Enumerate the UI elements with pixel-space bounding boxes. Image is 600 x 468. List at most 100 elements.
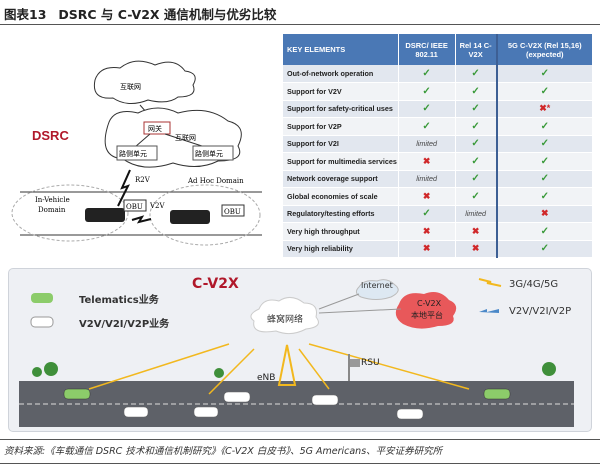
check-icon: ✓: [422, 68, 431, 79]
table-cell: limited: [398, 170, 456, 188]
v2v-label: V2V: [149, 202, 166, 210]
check-icon: ✓: [471, 85, 480, 97]
internet-cloud: [93, 60, 196, 104]
rsu-label-1: 路侧单元: [119, 149, 147, 158]
v2x-car-icon: [30, 316, 54, 328]
cross-icon: ✖: [471, 225, 480, 236]
internet-label: 互联网: [120, 82, 141, 91]
table-cell: ✖: [398, 222, 456, 241]
table-row: Very high reliability✖✖✓: [283, 240, 593, 258]
table-cell: ✓: [455, 82, 498, 101]
row-label: Very high reliability: [283, 240, 399, 258]
table-row: Support for safety-critical uses✓✓✖*: [283, 100, 593, 118]
adhoc-label: Ad Hoc Domain: [187, 177, 244, 185]
check-icon: ✓: [471, 190, 480, 202]
cv2x-label: C-V2X: [192, 276, 239, 292]
row-label: Regulatory/testing efforts: [283, 205, 399, 223]
figure-caption: DSRC 与 C-V2X 通信机制与优劣比较: [58, 7, 277, 22]
tree-icons: [32, 362, 556, 378]
table-cell: ✓: [455, 100, 498, 118]
r2v-link-icon: [117, 169, 131, 207]
source-top-divider: [0, 439, 600, 440]
internet-label: Internet: [361, 281, 393, 290]
table-cell: ✓: [455, 170, 498, 188]
table-cell: ✓: [398, 82, 456, 101]
table-row: Support for V2P✓✓✓: [283, 117, 593, 136]
check-icon: ✓: [540, 225, 549, 237]
obu-label-1: OBU: [126, 203, 143, 211]
table-cell: ✖: [398, 187, 456, 206]
check-icon: ✓: [540, 85, 549, 97]
column-header: KEY ELEMENTS: [283, 34, 399, 65]
gateway-label: 网关: [148, 124, 162, 133]
check-icon: ✓: [471, 155, 480, 167]
cellular-label: 蜂窝网络: [267, 315, 304, 325]
dsrc-diagram: 互联网 网关 互联网 路侧单元 路侧单元 DSRC R2V Ad Hoc Dom…: [11, 60, 262, 246]
table-cell: ✖: [398, 152, 456, 171]
check-icon: ✓: [471, 138, 480, 150]
cross-icon: ✖: [422, 155, 431, 166]
table-cell: ✓: [495, 240, 593, 258]
table-row: Support for multimedia services ✖ ✓ ✓: [283, 152, 593, 171]
cross-icon: ✖: [422, 190, 431, 201]
row-label: Out-of-network operation: [283, 65, 399, 83]
telematics-car-icon: [31, 293, 53, 303]
legend-3g4g5g: 3G/4G/5G: [509, 279, 559, 290]
check-icon: ✓: [540, 155, 549, 167]
table-cell: ✓: [398, 117, 456, 136]
table-cell: ✓: [398, 100, 456, 118]
platform-label-1: C-V2X: [417, 299, 442, 308]
car-icon: [85, 208, 125, 222]
table-cell: ✓: [495, 82, 593, 101]
check-icon: ✓: [422, 120, 431, 132]
table-cell: limited: [398, 135, 456, 153]
internet-cloud: [355, 279, 399, 300]
source-note: 资料来源:《车载通信 DSRC 技术和通信机制研究》《C-V2X 白皮书》、5G…: [4, 446, 443, 457]
enb-label: eNB: [257, 373, 276, 383]
cross-icon: ✖: [541, 208, 549, 219]
internet-mid-label: 互联网: [175, 133, 196, 142]
check-icon: ✓: [540, 138, 549, 150]
table-cell: ✓: [455, 152, 498, 171]
table-cell: ✖: [495, 205, 593, 223]
table-cell: ✓: [495, 170, 593, 188]
table-row: Out-of-network operation✓✓✓: [283, 65, 593, 83]
rsu-label-2: 路侧单元: [195, 149, 223, 158]
check-icon: ✓: [540, 173, 549, 185]
in-vehicle-label: In-Vehicle: [35, 196, 70, 204]
obu-label-2: OBU: [224, 208, 241, 216]
dsrc-label: DSRC: [32, 128, 69, 143]
table-cell: ✖*: [495, 100, 593, 118]
r2v-label: R2V: [135, 176, 151, 184]
legend-pc5: V2V/V2I/V2P: [509, 306, 572, 317]
row-label: Support for V2I: [283, 135, 399, 153]
cross-icon: ✖: [422, 243, 431, 254]
check-icon: ✓: [471, 103, 480, 115]
table-cell: ✖: [455, 240, 498, 258]
domain-label: Domain: [38, 206, 66, 214]
table-cell: ✓: [398, 65, 456, 83]
column-header: Rel 14 C-V2X: [455, 34, 498, 65]
cv2x-diagram: C-V2X Telematics业务 V2V/V2I/V2P业务 蜂窝网络 In…: [8, 268, 592, 432]
table-row: Very high throughput✖✖✓: [283, 222, 593, 241]
cellular-link-legend-icon: [478, 278, 502, 287]
table-cell: ✖: [455, 222, 498, 241]
table-row: Regulatory/testing efforts ✓ limited ✖: [283, 205, 593, 223]
table-cell: ✓: [495, 65, 593, 83]
enb-tower-icon: [277, 344, 297, 386]
row-label: Global economies of scale: [283, 187, 399, 206]
cross-icon: ✖: [422, 225, 431, 236]
limited-text: limited: [465, 209, 486, 219]
table-cell: ✓: [495, 222, 593, 241]
table-cell: ✓: [455, 65, 498, 83]
legend-v2x: V2V/V2I/V2P业务: [79, 319, 170, 330]
row-label: Support for multimedia services: [283, 152, 399, 171]
check-icon: ✓: [540, 120, 549, 132]
limited-text: limited: [416, 174, 437, 184]
check-icon: ✓: [422, 208, 431, 220]
column-header: DSRC/ IEEE 802.11: [398, 34, 456, 65]
legend-telematics: Telematics业务: [79, 295, 159, 306]
pc5-link-legend-icon: [479, 309, 499, 313]
table-cell: ✖: [398, 240, 456, 258]
